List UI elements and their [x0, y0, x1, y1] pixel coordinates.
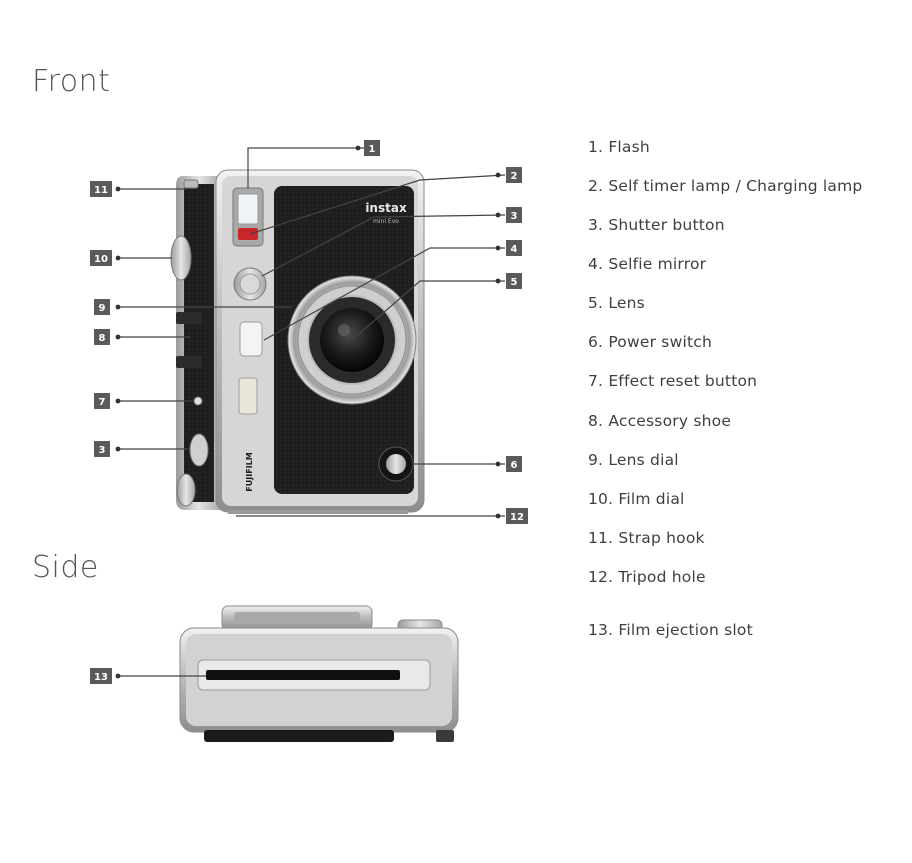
legend-item-accessory-shoe: 8. Accessory shoe [588, 412, 732, 430]
side-leather [184, 184, 214, 502]
svg-text:11: 11 [94, 185, 108, 196]
svg-text:6: 6 [511, 460, 518, 471]
callout-3-side: 3 [94, 441, 110, 457]
side-brand-label: FUJIFILM [245, 452, 254, 491]
legend-item-flash: 1. Flash [588, 138, 650, 156]
callout-2: 2 [506, 167, 522, 183]
side-badge [238, 377, 258, 415]
svg-text:9: 9 [99, 303, 106, 314]
svg-text:13: 13 [94, 672, 108, 683]
callout-13: 13 [90, 668, 112, 684]
callout-4: 4 [506, 240, 522, 256]
side-lens-grip [234, 612, 360, 624]
film-dial [170, 235, 192, 281]
flash-window [237, 193, 259, 225]
leader-5 [351, 280, 505, 341]
side-bottom-panel [204, 730, 394, 742]
lower-dial [176, 473, 196, 507]
camera-front: instax mini Evo FUJIFILM [170, 169, 425, 514]
callout-11: 11 [90, 181, 112, 197]
self-timer-lamp [238, 228, 258, 240]
brand-logo: instax [365, 201, 407, 215]
leader-2 [249, 174, 506, 235]
side-shutter-button [189, 433, 209, 467]
svg-text:12: 12 [510, 512, 524, 523]
svg-text:2: 2 [511, 171, 518, 182]
legend-item-effect-reset-button: 7. Effect reset button [588, 372, 758, 390]
camera-side [179, 605, 459, 742]
svg-text:3: 3 [511, 211, 518, 222]
svg-text:4: 4 [511, 244, 518, 255]
front-heading: Front [32, 64, 111, 99]
callout-10: 10 [90, 250, 112, 266]
callout-3: 3 [506, 207, 522, 223]
side-foot [436, 730, 454, 742]
leader-1 [247, 147, 365, 188]
svg-text:3: 3 [99, 445, 106, 456]
legend-item-selfie-mirror: 4. Selfie mirror [588, 255, 707, 273]
legend-item-self-timer-lamp: 2. Self timer lamp / Charging lamp [588, 177, 863, 195]
legend-item-strap-hook: 11. Strap hook [588, 529, 705, 547]
leader-dots [115, 145, 501, 679]
svg-text:5: 5 [511, 277, 518, 288]
callout-7: 7 [94, 393, 110, 409]
callout-12: 12 [506, 508, 528, 524]
callout-9: 9 [94, 299, 110, 315]
legend-item-lens: 5. Lens [588, 294, 645, 312]
svg-text:7: 7 [99, 397, 106, 408]
accessory-shoe-lower [176, 356, 202, 368]
selfie-mirror [239, 321, 263, 357]
shutter-button-top [239, 273, 261, 295]
power-switch-knob [386, 454, 406, 474]
effect-reset-button [193, 396, 203, 406]
svg-text:1: 1 [369, 144, 376, 155]
callout-8: 8 [94, 329, 110, 345]
legend-item-film-ejection-slot: 13. Film ejection slot [588, 621, 753, 639]
callout-badges: 1 2 3 4 5 6 7 8 9 10 11 12 13 3 [90, 140, 528, 684]
accessory-shoe-upper [176, 312, 202, 324]
legend-item-shutter-button: 3. Shutter button [588, 216, 725, 234]
callout-6: 6 [506, 456, 522, 472]
svg-text:10: 10 [94, 254, 108, 265]
strap-hook [183, 179, 199, 189]
camera-bottom [228, 510, 408, 514]
svg-text:8: 8 [99, 333, 106, 344]
legend-item-tripod-hole: 12. Tripod hole [588, 568, 706, 586]
legend-item-power-switch: 6. Power switch [588, 333, 712, 351]
legend-item-film-dial: 10. Film dial [588, 490, 685, 508]
model-label: mini Evo [373, 218, 399, 225]
lens-reflection [338, 324, 350, 336]
film-ejection-slot [206, 670, 400, 680]
leader-3 [261, 214, 506, 277]
legend-item-lens-dial: 9. Lens dial [588, 451, 679, 469]
side-heading: Side [32, 550, 99, 585]
callout-5: 5 [506, 273, 522, 289]
leader-lines [118, 147, 506, 677]
callout-1: 1 [364, 140, 380, 156]
leader-4 [263, 247, 505, 341]
